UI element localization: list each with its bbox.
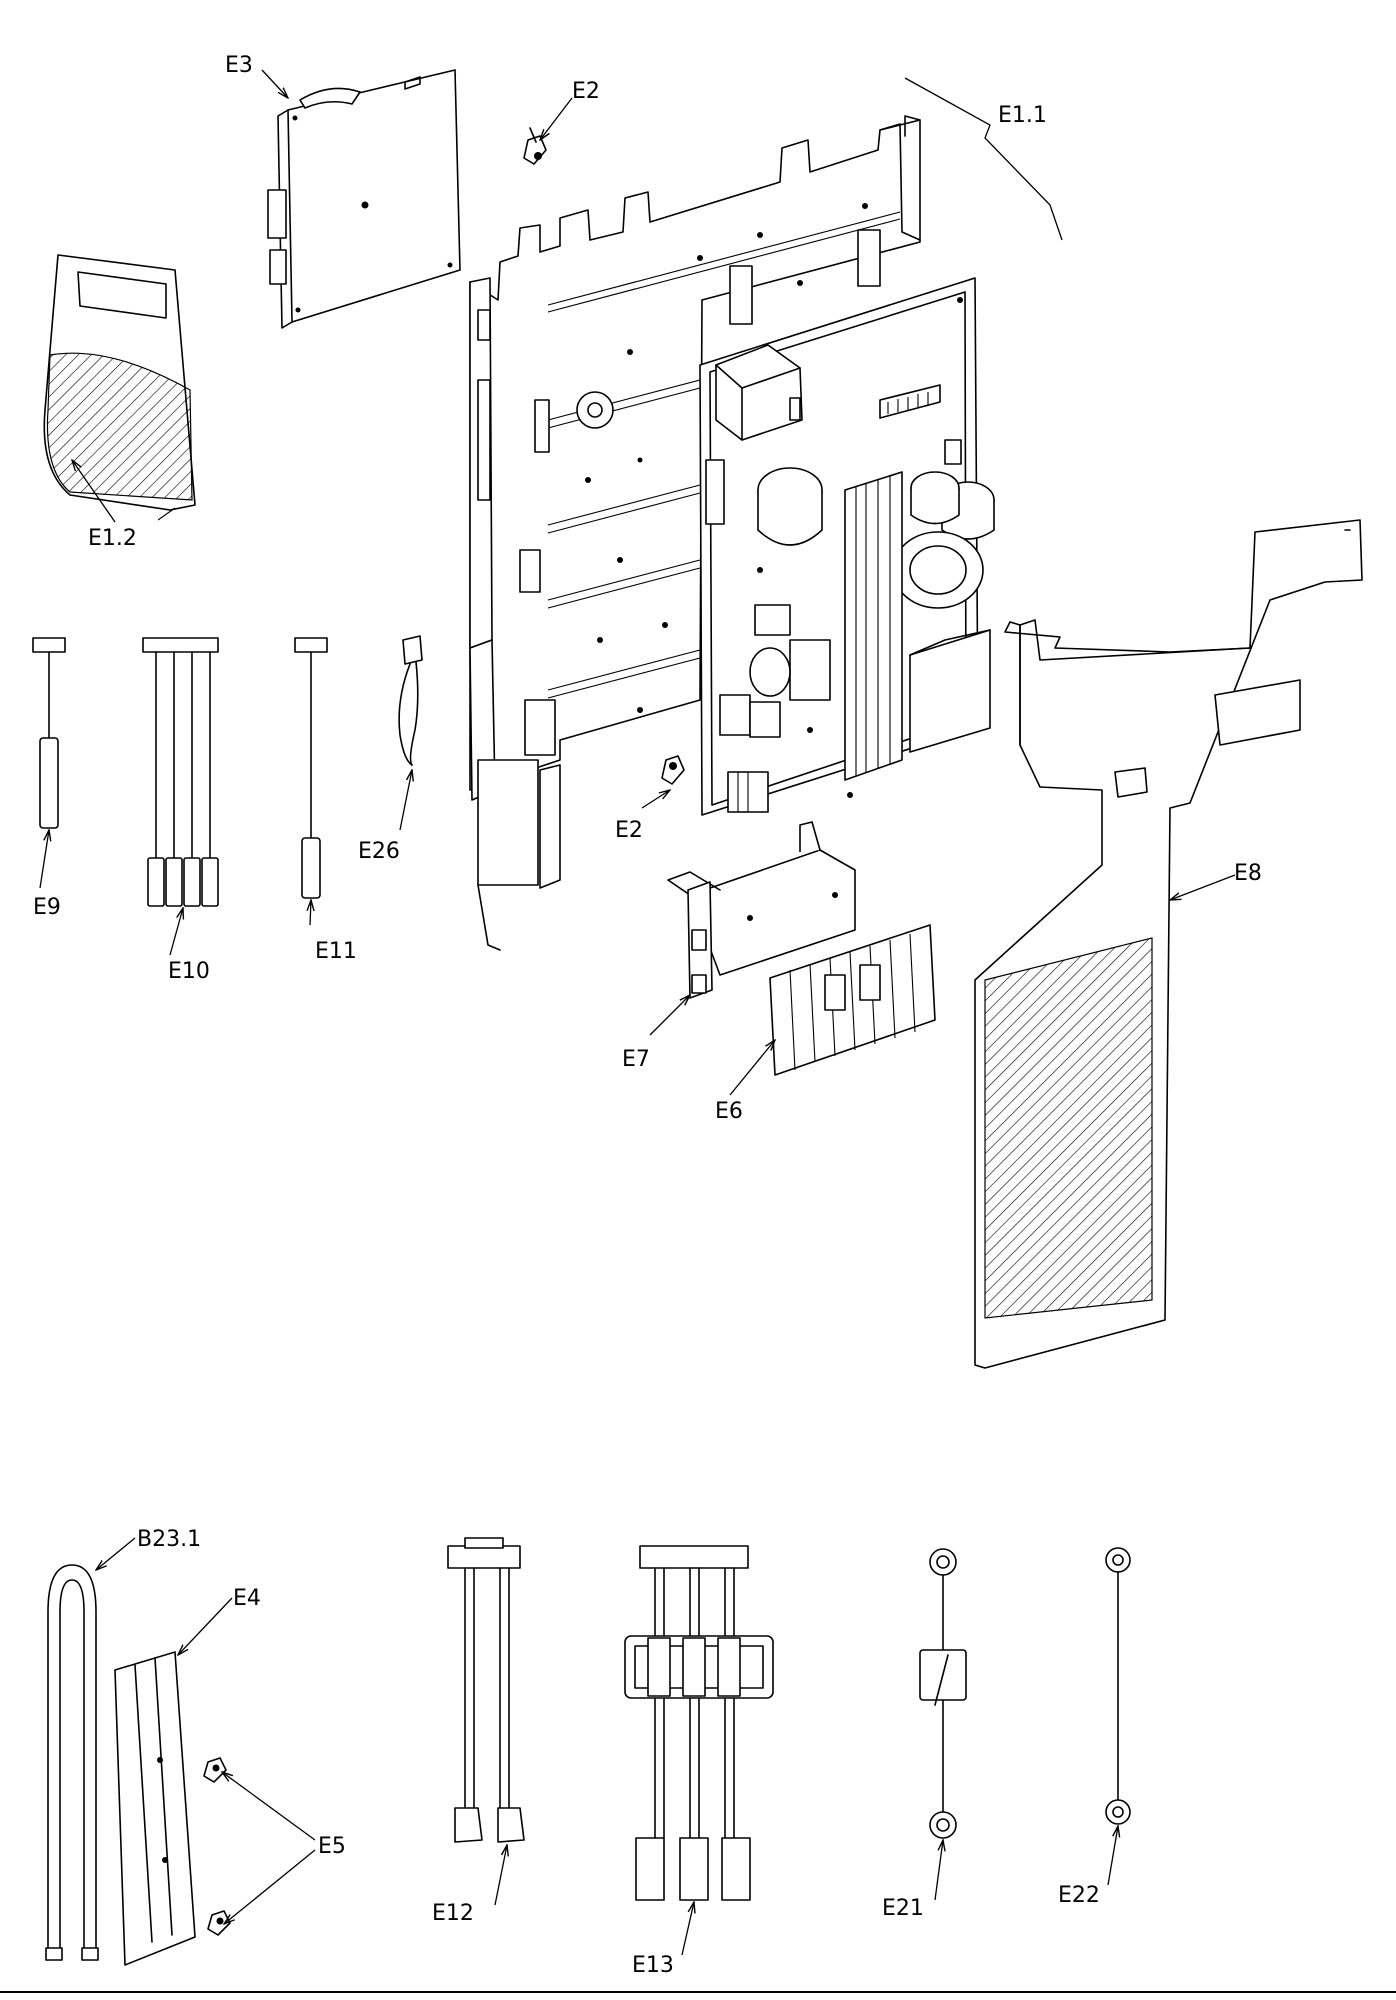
part-e8-insulation-sheet [974, 519, 1363, 1369]
label-e22: E22 [1058, 1883, 1100, 1908]
part-e21-wire [919, 1548, 967, 1839]
part-main-pcb [699, 277, 995, 816]
label-e12: E12 [432, 1901, 474, 1926]
part-e3-board [267, 69, 461, 329]
part-e26-harness [398, 635, 423, 766]
part-e6-terminal-block [769, 924, 936, 1076]
part-labels: E3 E2 E1.1 E1.2 E9 E10 E11 E26 E2 E8 E7 … [33, 53, 1262, 1978]
label-e13: E13 [632, 1953, 674, 1978]
part-b23-1-u-tube [45, 1564, 99, 1961]
part-e1-2-bag [43, 254, 196, 521]
part-e10-sensor-bundle [142, 637, 219, 907]
label-e5: E5 [318, 1834, 346, 1859]
part-e13-harness [624, 1545, 774, 1901]
part-e4-bracket [114, 1651, 196, 1966]
label-e1-1: E1.1 [998, 103, 1047, 128]
label-e10: E10 [168, 959, 210, 984]
label-e2-mid: E2 [615, 818, 643, 843]
label-e1-2: E1.2 [88, 526, 137, 551]
label-e4: E4 [233, 1586, 261, 1611]
label-e21: E21 [882, 1896, 924, 1921]
part-e11-sensor [294, 637, 328, 899]
part-e12-harness [447, 1537, 525, 1843]
part-e5-screws [203, 1757, 231, 1936]
part-e2-screw-top [523, 127, 547, 165]
label-e11: E11 [315, 939, 357, 964]
label-e9: E9 [33, 895, 61, 920]
label-e26: E26 [358, 839, 400, 864]
label-e7: E7 [622, 1047, 650, 1072]
label-b23-1: B23.1 [137, 1527, 201, 1552]
part-e7-bracket [667, 821, 856, 999]
label-e6: E6 [715, 1099, 743, 1124]
part-e1-1-frame [469, 115, 921, 951]
part-e22-wire [1105, 1547, 1131, 1825]
part-e9-sensor [32, 637, 66, 829]
part-e2-screw-mid [661, 755, 685, 785]
leader-lines [39, 69, 1236, 1956]
label-e8: E8 [1234, 861, 1262, 886]
label-e2-top: E2 [572, 79, 600, 104]
label-e3: E3 [225, 53, 253, 78]
